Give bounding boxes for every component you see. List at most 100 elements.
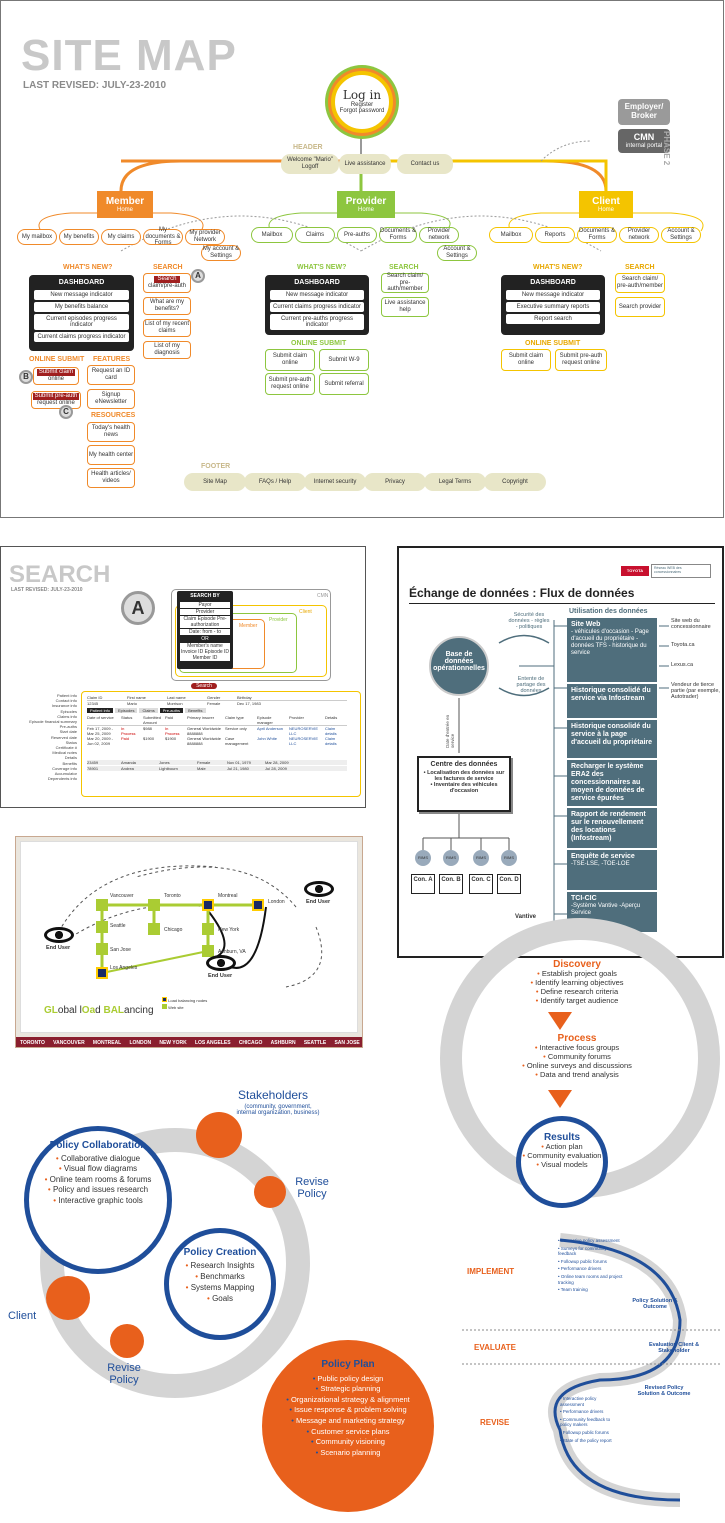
member-nav-1[interactable]: My benefits — [59, 229, 99, 245]
flux-box-rapport[interactable]: Rapport de rendement sur le renouvelleme… — [567, 808, 657, 848]
member-nav-0[interactable]: My mailbox — [17, 229, 57, 245]
provider-dash-item[interactable]: Current pre-auths progress indicator — [270, 314, 364, 330]
client-nav-2[interactable]: Documents & Forms — [577, 227, 617, 243]
city-node[interactable] — [148, 923, 160, 935]
city-node-lb[interactable] — [252, 899, 264, 911]
con-box[interactable]: Con. D — [497, 874, 521, 894]
city-node[interactable] — [96, 921, 108, 933]
client-search-item[interactable]: Search provider — [615, 297, 665, 317]
member-dash-item[interactable]: Current claims progress indicator — [34, 332, 129, 342]
city-node-lb[interactable] — [96, 967, 108, 979]
resource-item[interactable]: Today's health news — [87, 422, 135, 442]
footer-link[interactable]: Site Map — [184, 473, 246, 491]
login-node[interactable]: Log in Register Forgot password — [331, 71, 393, 133]
submit-claim-btn[interactable]: Submit claim — [36, 369, 76, 376]
client-submit[interactable]: Submit claim online — [501, 349, 551, 371]
result-tab[interactable]: Patient info — [87, 708, 114, 713]
result-tab[interactable]: Benefits — [185, 708, 206, 713]
provider-nav-1[interactable]: Claims — [295, 227, 335, 243]
member-search-btn[interactable]: Search — [154, 276, 180, 283]
client-dash-item[interactable]: Executive summary reports — [506, 302, 600, 312]
welcome-pill[interactable]: Welcome "Mario"Logoff — [281, 154, 339, 174]
con-box[interactable]: Con. B — [439, 874, 463, 894]
con-box[interactable]: Con. A — [411, 874, 435, 894]
centre-donnees[interactable]: Centre des données • Localisation des do… — [417, 756, 511, 812]
member-dash-item[interactable]: My benefits balance — [34, 302, 129, 312]
member-dash-item[interactable]: New message indicator — [34, 290, 129, 300]
provider-nav-5[interactable]: Account & Settings — [437, 245, 477, 261]
member-search-item[interactable]: What are my benefits? — [143, 297, 191, 315]
cell[interactable]: April Anderson — [257, 726, 284, 731]
search-by-option[interactable]: Date: from - to — [180, 629, 230, 635]
result-tab[interactable]: Claims — [139, 708, 158, 713]
base-donnees[interactable]: Base de données opérationnelles — [429, 636, 489, 696]
employer-node[interactable]: Employer/ Broker — [618, 99, 670, 125]
provider-search-item[interactable]: Live assistance help — [381, 297, 429, 317]
live-assistance-pill[interactable]: Live assistance — [339, 154, 391, 174]
member-dash-item[interactable]: Current episodes progress indicator — [34, 314, 129, 330]
login-register[interactable]: Register — [350, 102, 374, 108]
cell[interactable]: NEUROSERVIE LLC — [289, 726, 319, 736]
member-search-item[interactable]: List of my diagnosis — [143, 341, 191, 359]
search-button[interactable]: Search — [191, 683, 217, 689]
provider-submit[interactable]: Submit pre-auth request online — [265, 373, 315, 395]
member-search-item[interactable]: List of my recent claims — [143, 319, 191, 337]
provider-dash-item[interactable]: New message indicator — [270, 290, 364, 300]
resource-item[interactable]: My health center — [87, 445, 135, 465]
search-by-option[interactable]: Provider — [180, 609, 230, 615]
provider-nav-2[interactable]: Pre-auths — [337, 227, 377, 243]
search-by-option[interactable]: Member's name Invoice ID Episode ID Memb… — [180, 643, 230, 661]
client-nav-0[interactable]: Mailbox — [489, 227, 533, 243]
result-tab[interactable]: Episodes — [115, 708, 138, 713]
city-node[interactable] — [148, 899, 160, 911]
provider-dash-item[interactable]: Current claims progress indicator — [270, 302, 364, 312]
search-by-option[interactable]: Claim Episode Pre-authorization — [180, 616, 230, 628]
city-node[interactable] — [96, 899, 108, 911]
provider-submit[interactable]: Submit claim online — [265, 349, 315, 371]
cmn-node[interactable]: CMN internal portal — [618, 129, 670, 153]
search-by-option[interactable]: Payor — [180, 602, 230, 608]
feature-item[interactable]: Signup eNewsletter — [87, 389, 135, 409]
footer-link[interactable]: Internet security — [304, 473, 366, 491]
client-dash-item[interactable]: Report search — [506, 314, 600, 324]
flux-box-infostream[interactable]: Historique consolidé du service via Info… — [567, 684, 657, 718]
flux-box-accueil[interactable]: Historique consolidé du service à la pag… — [567, 720, 657, 758]
footer-link[interactable]: FAQs / Help — [244, 473, 306, 491]
feature-item[interactable]: Request an ID card — [87, 365, 135, 385]
provider-nav-0[interactable]: Mailbox — [251, 227, 293, 243]
provider-search-item[interactable]: Search claim/ pre-auth/member — [381, 273, 429, 293]
footer-link[interactable]: Privacy — [364, 473, 426, 491]
footer-link[interactable]: Legal Terms — [424, 473, 486, 491]
client-nav-1[interactable]: Reports — [535, 227, 575, 243]
submit-preauth-btn[interactable]: Submit pre-auth — [32, 393, 80, 400]
member-nav-3[interactable]: My documents & Forms — [143, 227, 183, 246]
cell[interactable]: Claim details — [325, 726, 337, 736]
city-node[interactable] — [202, 923, 214, 935]
flux-box-siteweb[interactable]: Site Web- véhicules d'occasion - Page d'… — [567, 618, 657, 682]
client-search-item[interactable]: Search claim/ pre-auth/member — [615, 273, 665, 293]
cell[interactable]: Claim details — [325, 736, 337, 746]
client-submit[interactable]: Submit pre-auth request online — [555, 349, 607, 371]
result-tab[interactable]: Pre-auths — [159, 708, 184, 713]
member-nav-2[interactable]: My claims — [101, 229, 141, 245]
provider-nav-3[interactable]: Documents & Forms — [379, 227, 417, 243]
client-nav-4[interactable]: Account & Settings — [661, 227, 701, 243]
footer-link[interactable]: Copyright — [484, 473, 546, 491]
contact-pill[interactable]: Contact us — [397, 154, 453, 174]
con-box[interactable]: Con. C — [469, 874, 493, 894]
flux-box-enquete[interactable]: Enquête de service-TSE-LSE, -TOE-LOE — [567, 850, 657, 890]
city-node[interactable] — [202, 945, 214, 957]
member-nav-5[interactable]: My account & Settings — [201, 245, 241, 261]
cell[interactable]: NEUROSERVIE LLC — [289, 736, 319, 746]
